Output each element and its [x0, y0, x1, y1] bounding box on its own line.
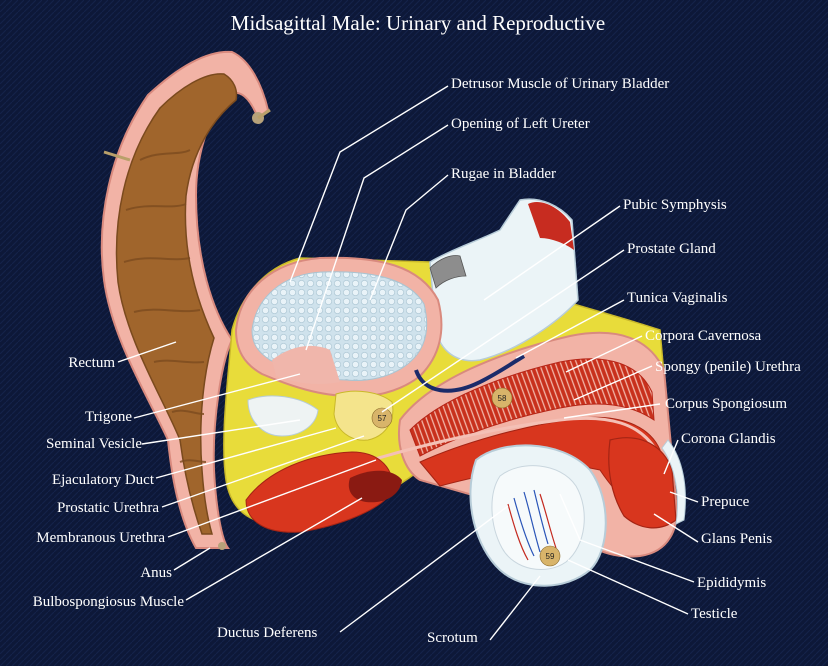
svg-text:59: 59	[546, 552, 555, 561]
tag-58: 58	[491, 387, 513, 409]
label-rugae: Rugae in Bladder	[451, 166, 556, 182]
label-membranous: Membranous Urethra	[36, 530, 165, 546]
rectum-folds	[123, 149, 207, 463]
pubic-connective	[429, 255, 467, 289]
label-prepuce: Prepuce	[701, 494, 750, 510]
label-rectum: Rectum	[68, 355, 115, 371]
label-glans: Glans Penis	[701, 531, 772, 547]
label-ductus: Ductus Deferens	[217, 625, 318, 641]
label-corpora-cavernosa: Corpora Cavernosa	[645, 328, 762, 344]
label-detrusor: Detrusor Muscle of Urinary Bladder	[451, 76, 669, 92]
tag-59: 59	[539, 545, 561, 567]
label-seminal: Seminal Vesicle	[46, 436, 142, 452]
testicle-area	[491, 465, 585, 570]
label-anus: Anus	[140, 565, 172, 581]
model-pins	[103, 108, 271, 550]
label-bulbospongiosus: Bulbospongiosus Muscle	[33, 594, 185, 610]
tunica-line	[414, 354, 526, 393]
testicle-vessels	[513, 489, 549, 557]
prostate-area	[333, 390, 394, 441]
label-trigone: Trigone	[85, 409, 132, 425]
diagram-title: Midsagittal Male: Urinary and Reproducti…	[231, 11, 605, 35]
prepuce-edge	[661, 439, 686, 525]
pubic-bone-red	[528, 202, 574, 250]
rectum-lumen	[115, 73, 238, 535]
trigone-area	[272, 345, 340, 384]
label-spongy-urethra: Spongy (penile) Urethra	[655, 359, 801, 375]
label-ejaculatory: Ejaculatory Duct	[52, 472, 155, 488]
membranous-urethra-area	[348, 470, 402, 503]
svg-text:57: 57	[378, 414, 387, 423]
glans-area	[608, 437, 677, 529]
label-scrotum: Scrotum	[427, 630, 478, 646]
labels: Detrusor Muscle of Urinary Bladder Openi…	[33, 76, 801, 646]
pubic-symphysis-block	[429, 198, 579, 362]
label-epididymis: Epididymis	[697, 575, 766, 591]
leader-lines	[117, 85, 699, 641]
label-pubic-symphysis: Pubic Symphysis	[623, 197, 727, 213]
testicle-arteries	[507, 493, 557, 561]
corpora-cavernosa	[409, 358, 655, 457]
label-testicle: Testicle	[691, 606, 738, 622]
tag-57: 57	[371, 407, 393, 429]
label-corpus-spongiosum: Corpus Spongiosum	[665, 396, 787, 412]
label-corona: Corona Glandis	[681, 431, 776, 447]
label-prostate: Prostate Gland	[627, 241, 716, 257]
anatomy-model: 57 58 59	[100, 50, 686, 587]
svg-text:58: 58	[498, 394, 507, 403]
label-prostatic-urethra: Prostatic Urethra	[57, 500, 159, 516]
spongy-urethra-line	[339, 416, 658, 472]
label-opening-ureter: Opening of Left Ureter	[451, 116, 590, 132]
label-tunica: Tunica Vaginalis	[627, 290, 728, 306]
